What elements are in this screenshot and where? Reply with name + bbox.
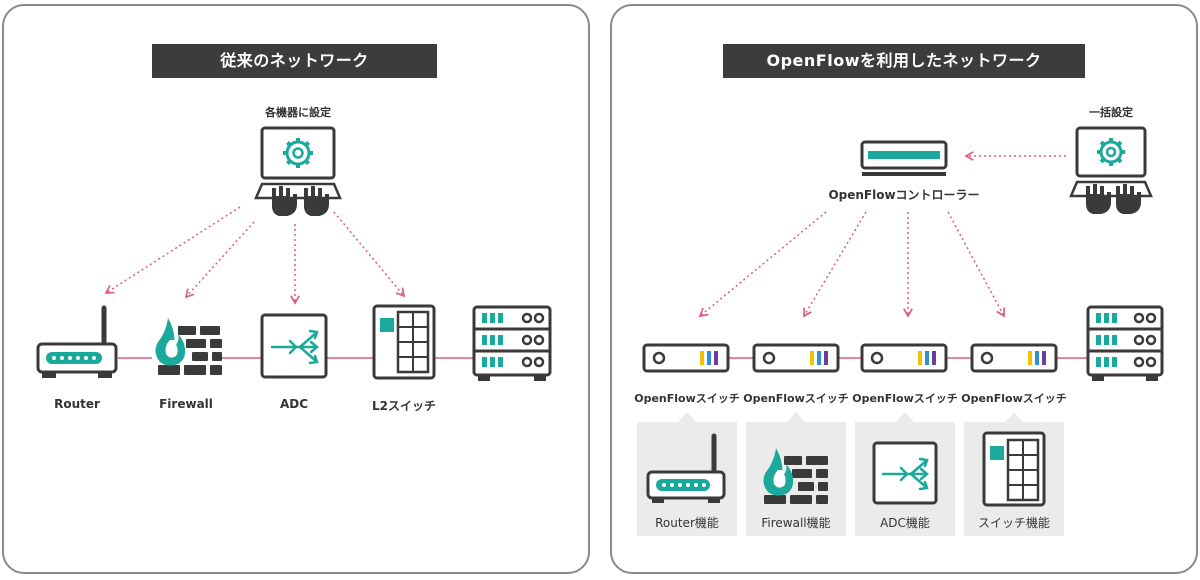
device-label-firewall: Firewall [159,397,213,411]
firewall-icon [155,318,222,375]
router-icon [36,305,118,378]
switch-label: OpenFlowスイッチ [961,392,1067,405]
adc-icon [872,441,938,505]
device-label-l2-switch: L2スイッチ [372,399,436,413]
gear-icon [1097,138,1125,166]
gear-icon [283,138,313,168]
device-label-router: Router [54,397,100,411]
openflow-switch-icon [860,343,948,373]
admin-laptop-icon [1069,126,1153,214]
switch-label: OpenFlowスイッチ [852,392,958,405]
function-label: Router機能 [655,516,719,530]
switch-label: OpenFlowスイッチ [743,392,849,405]
openflow-switch-icon [752,343,840,373]
function-card [746,422,846,536]
left-config-arrows [104,206,406,305]
admin-laptop-icon [254,126,342,216]
switch-label: OpenFlowスイッチ [634,392,740,405]
function-label: Firewall機能 [761,516,831,530]
openflow-switch-icon [970,343,1058,373]
right-panel-title: OpenFlowを利用したネットワーク [723,44,1085,78]
openflow-switch-icon [642,343,730,373]
device-label-adc: ADC [279,397,309,411]
server-icon [1086,305,1164,381]
controller-label: OpenFlowコントローラー [828,188,980,202]
left-panel-title: 従来のネットワーク [152,44,437,78]
traditional-network-panel [2,4,590,574]
admin-label: 一括設定 [1089,106,1133,119]
server-icon [472,305,552,381]
function-label: ADC機能 [880,516,930,530]
openflow-controller-icon [860,140,948,176]
adc-icon [260,313,328,379]
hands-icon [272,186,329,216]
admin-label: 各機器に設定 [265,106,331,119]
hands-icon [1086,184,1141,214]
l2-switch-icon [372,304,436,380]
firewall-icon [763,448,828,504]
switch-icon [982,431,1046,507]
controller-to-switch-arrows [698,211,1006,318]
function-label: スイッチ機能 [977,516,1050,530]
router-icon [646,433,726,503]
